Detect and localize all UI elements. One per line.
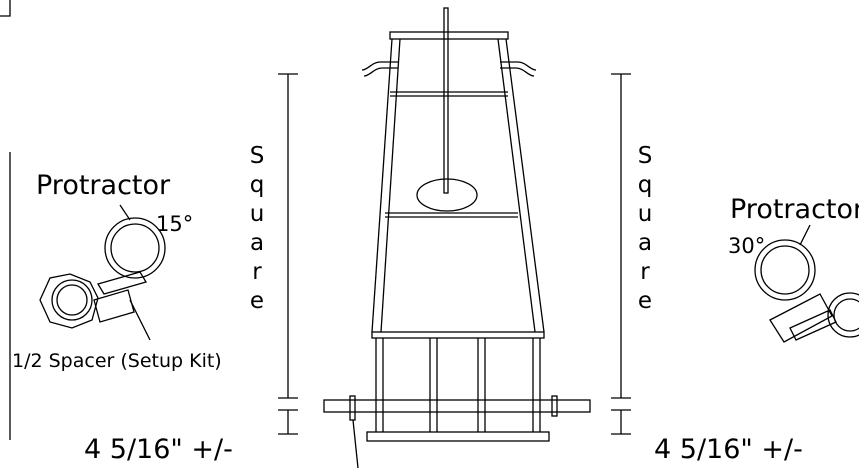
right-bolt [551,395,558,417]
right-handle [500,61,537,77]
angle-left-label: 15° [156,212,194,236]
slide-rail [323,399,591,413]
protractor-right-label: Protractor [730,194,859,225]
base [366,431,550,442]
dimension-left-label: 4 5/16" +/- [84,434,233,465]
corner-bracket-top-left [0,0,11,17]
protractor-left-label: Protractor [36,170,171,201]
tower-frame [323,7,591,468]
angle-right-label: 30° [728,234,766,258]
left-handle [361,61,398,77]
center-disc [416,178,478,212]
right-protractor-assembly [754,224,859,343]
left-bolt [349,395,356,421]
mast [443,7,449,194]
dimension-right-label: 4 5/16" +/- [654,434,803,465]
spacer-label: 1/2 Spacer (Setup Kit) [12,350,222,372]
top-cap [389,31,509,40]
left-protractor-assembly [39,204,166,341]
square-right-label: S q u a r e [637,143,653,314]
square-left-label: S q u a r e [249,143,265,314]
dimension-lines [278,73,631,435]
